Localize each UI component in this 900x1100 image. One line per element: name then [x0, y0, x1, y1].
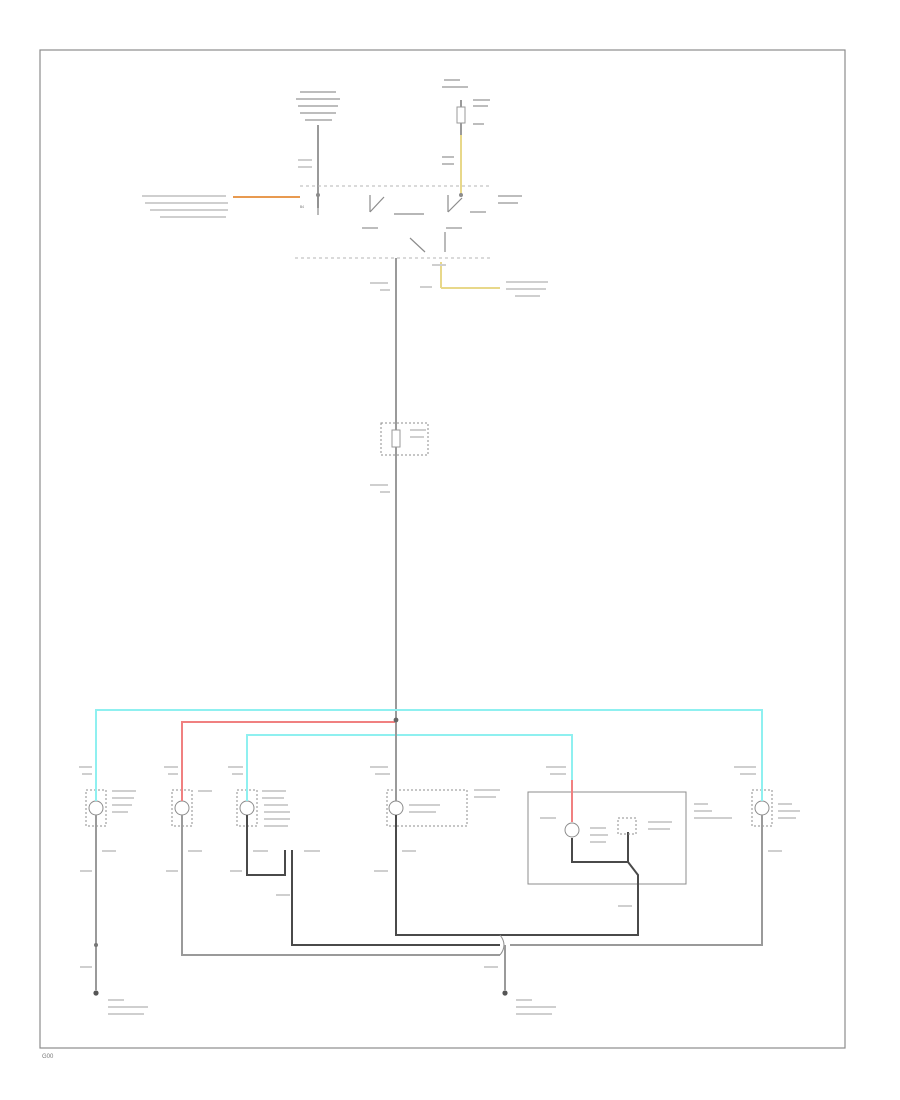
bulb-icon [239, 800, 255, 816]
diagram-border [39, 49, 846, 1049]
switch-terminal [459, 193, 463, 197]
switch-icon [617, 817, 637, 835]
main-feed-wire [370, 258, 429, 720]
footer-code: G00 [42, 1054, 54, 1060]
ground-point [93, 990, 99, 996]
lamp-4 [386, 780, 500, 936]
headlamp-switch-group: B4 [142, 79, 548, 297]
svg-text:B4: B4 [300, 205, 304, 209]
lamp-2 [171, 780, 500, 956]
bulb-icon [388, 800, 404, 816]
bulb-icon [564, 822, 580, 838]
lamp-1 [85, 780, 136, 975]
distribution-bus [95, 709, 763, 780]
lamp-3 [236, 780, 500, 946]
fuse-icon [391, 429, 401, 448]
lamp-row [79, 766, 800, 975]
splice [94, 943, 98, 947]
lamp-6 [510, 780, 800, 946]
ground-point [502, 990, 508, 996]
bulb-icon [754, 800, 770, 816]
switch-terminal [316, 193, 320, 197]
lamp-5-assembly [500, 780, 732, 936]
ground-junction [93, 934, 556, 1015]
fuse-box-icon [380, 422, 429, 456]
bulb-icon [174, 800, 190, 816]
splice [393, 717, 399, 723]
headlamp-switch-contacts [317, 195, 463, 253]
bulb-icon [88, 800, 104, 816]
fuse-icon [456, 106, 466, 124]
